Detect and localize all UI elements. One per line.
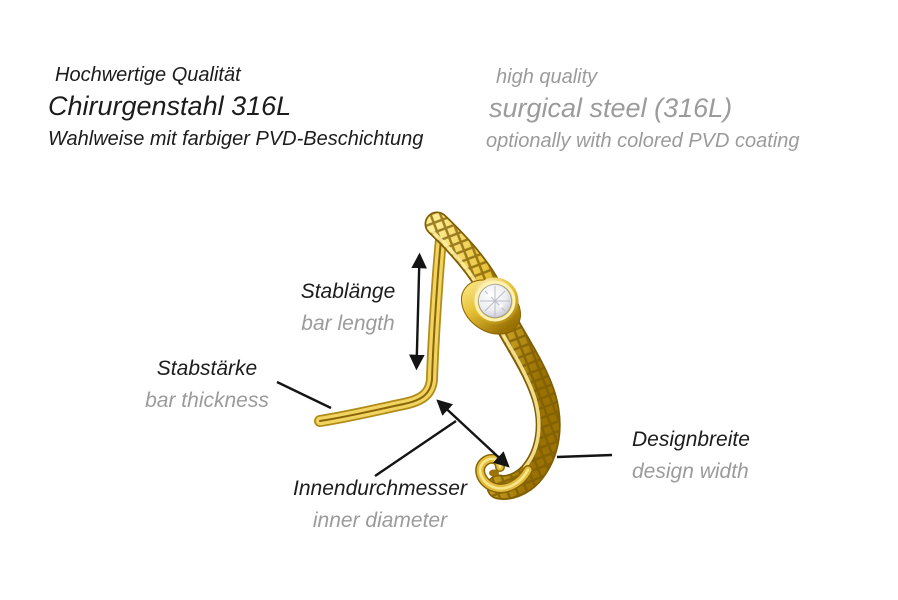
header-en-material: surgical steel (316L) (489, 93, 733, 123)
header-german: Hochwertige Qualität Chirurgenstahl 316L… (48, 64, 423, 151)
inner-diameter-leader (374, 420, 457, 477)
header-en-quality: high quality (496, 66, 598, 88)
label-bar-length-de: Stablänge (300, 280, 396, 303)
label-design-width: Designbreite design width (632, 428, 832, 484)
header-de-coating: Wahlweise mit farbiger PVD-Beschichtung (48, 128, 424, 150)
bar-length-arrow (409, 252, 427, 371)
header-en-coating: optionally with colored PVD coating (486, 130, 800, 152)
header-de-material: Chirurgenstahl 316L (48, 91, 292, 121)
label-inner-diameter-de: Innendurchmesser (293, 477, 467, 500)
header-de-quality: Hochwertige Qualität (55, 64, 241, 86)
l-bar (314, 234, 447, 427)
label-bar-length-en: bar length (301, 312, 395, 335)
label-inner-diameter-en: inner diameter (312, 509, 448, 532)
label-inner-diameter: Innendurchmesser inner diameter (280, 477, 480, 533)
label-bar-thickness-de: Stabstärke (156, 357, 258, 380)
label-design-width-en: design width (632, 460, 749, 483)
header-english: high quality surgical steel (316L) optio… (486, 66, 800, 153)
label-design-width-de: Designbreite (632, 428, 750, 451)
label-bar-thickness-en: bar thickness (145, 389, 269, 412)
crystal-gem (461, 277, 521, 335)
design-width-leader (556, 453, 613, 459)
inner-diameter-arrow (436, 399, 510, 468)
label-bar-length: Stablänge bar length (258, 280, 438, 336)
bar-thickness-leader (276, 380, 332, 410)
label-bar-thickness: Stabstärke bar thickness (117, 357, 297, 413)
measurement-annotations (276, 252, 613, 477)
